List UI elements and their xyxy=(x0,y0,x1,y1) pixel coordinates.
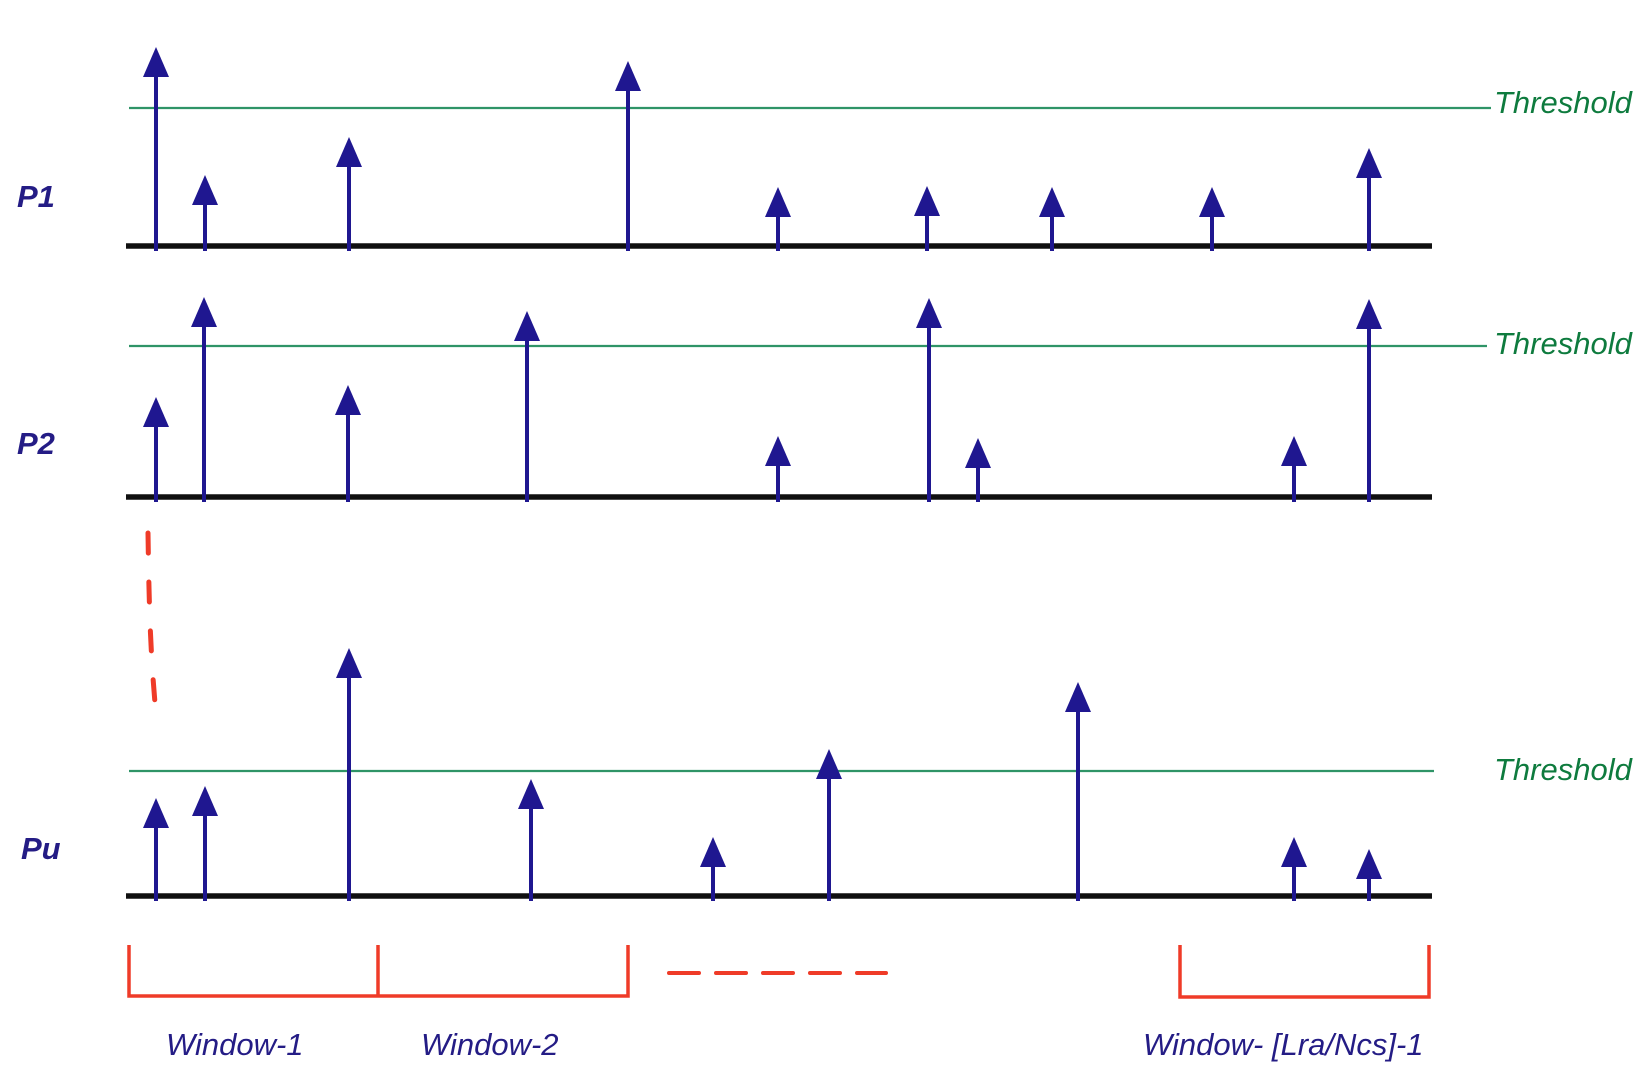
row-label-p1: P1 xyxy=(17,179,55,214)
impulse-arrow-head xyxy=(143,397,169,427)
impulse-arrow-head xyxy=(514,311,540,341)
impulse-arrow-head xyxy=(965,438,991,468)
impulse-arrow-head xyxy=(143,798,169,828)
impulse-arrow-head xyxy=(1356,299,1382,329)
window-lra-ncs-bracket xyxy=(1178,945,1431,999)
impulse-arrow-head xyxy=(916,298,942,328)
impulse-arrow-head xyxy=(1065,682,1091,712)
impulse-arrow-head xyxy=(914,186,940,216)
impulse-arrow-head xyxy=(143,47,169,77)
impulse-arrow-head xyxy=(336,137,362,167)
threshold-label-pu: Threshold xyxy=(1494,752,1632,787)
impulse-arrow-head xyxy=(1199,187,1225,217)
impulse-arrow-head xyxy=(518,779,544,809)
vertical-ellipsis-dashes xyxy=(145,530,159,717)
impulse-arrow-head xyxy=(700,837,726,867)
row-label-pu: Pu xyxy=(21,831,61,866)
impulse-arrow-head xyxy=(1039,187,1065,217)
window-1-label: Window-1 xyxy=(166,1027,304,1062)
window-2-label: Window-2 xyxy=(421,1027,559,1062)
impulse-arrow-head xyxy=(335,385,361,415)
impulse-arrow-head xyxy=(615,61,641,91)
impulse-arrow-head xyxy=(1281,436,1307,466)
impulse-arrow-head xyxy=(1281,837,1307,867)
impulse-arrow-head xyxy=(816,749,842,779)
impulse-arrow-head xyxy=(1356,148,1382,178)
row-label-p2: P2 xyxy=(17,426,55,461)
impulse-arrow-head xyxy=(1356,849,1382,879)
impulse-arrow-head xyxy=(765,436,791,466)
impulse-arrow-head xyxy=(192,786,218,816)
threshold-label-p2: Threshold xyxy=(1494,326,1632,361)
impulse-arrow-head xyxy=(336,648,362,678)
impulse-arrow-head xyxy=(765,187,791,217)
impulse-arrow-head xyxy=(192,175,218,205)
impulse-arrow-head xyxy=(191,297,217,327)
threshold-label-p1: Threshold xyxy=(1494,85,1632,120)
window-lra-ncs-label: Window- [Lra/Ncs]-1 xyxy=(1143,1027,1424,1062)
